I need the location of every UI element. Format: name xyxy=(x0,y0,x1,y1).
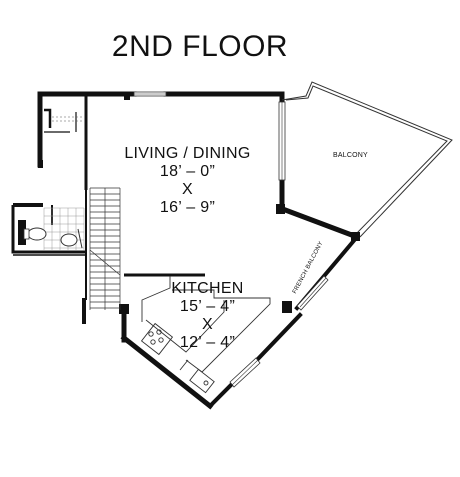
living-dining-width: 18’ – 0” xyxy=(159,163,216,180)
balcony-label: BALCONY xyxy=(333,152,368,159)
staircase xyxy=(89,187,121,310)
living-dining-name: LIVING / DINING xyxy=(124,145,251,162)
closet xyxy=(52,116,84,122)
living-dining-depth: 16’ – 9” xyxy=(159,199,216,216)
columns xyxy=(38,160,360,314)
kitchen-label: KITCHEN 15’ – 4” X 12’ – 4” xyxy=(160,280,255,352)
exterior-walls xyxy=(37,91,361,410)
living-dining-label: LIVING / DINING 18’ – 0” X 16’ – 9” xyxy=(115,145,260,217)
kitchen-depth: 12’ – 4” xyxy=(179,334,236,351)
kitchen-times: X xyxy=(202,316,213,333)
balcony-outline xyxy=(281,81,453,238)
kitchen-width: 15’ – 4” xyxy=(179,298,236,315)
kitchen-name: KITCHEN xyxy=(171,280,244,297)
floor-title: 2ND FLOOR xyxy=(111,30,289,63)
kitchen-counter xyxy=(140,276,271,394)
living-dining-times: X xyxy=(182,181,193,198)
windows xyxy=(124,91,329,388)
bathroom xyxy=(18,207,85,250)
